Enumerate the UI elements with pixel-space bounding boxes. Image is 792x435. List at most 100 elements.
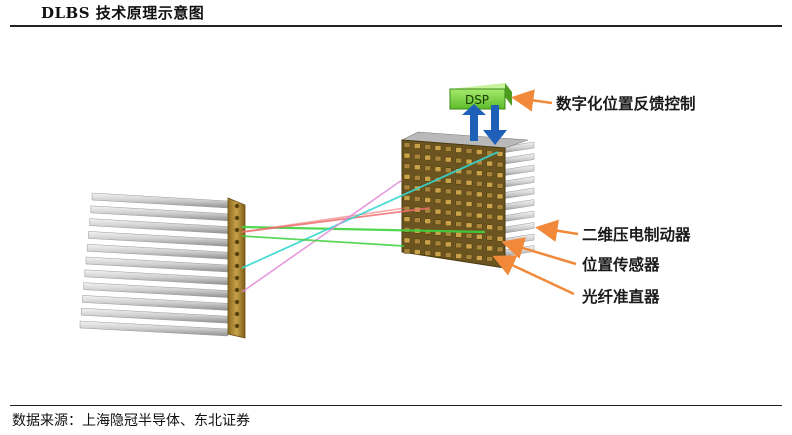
actuator-pin [414,217,421,223]
collimator-rod-row [83,282,229,298]
actuator-pin [455,253,462,259]
actuator-pin [414,143,421,149]
fiber-port [234,299,240,305]
actuator-pin [486,160,493,167]
actuator-pin [496,183,504,189]
actuator-pin [414,164,421,170]
actuator-pin [424,239,431,246]
actuator-pin [403,237,411,244]
actuator-pin [414,153,421,160]
actuator-pin [455,200,462,206]
actuator-pin [496,246,504,253]
actuator-pin [486,213,493,220]
actuator-pin [455,210,462,217]
fiber-port [234,215,240,221]
actuator-pin [445,188,452,195]
beam-red-extend [241,207,406,233]
actuator-pin [424,144,431,150]
actuator-pin [424,186,431,193]
actuator-pin [476,234,483,240]
arrow-dsp [511,89,553,112]
arrow-sensor [501,237,577,266]
fiber-port [234,203,240,209]
actuator-pin [434,155,442,162]
actuator-pin [445,241,452,248]
actuator-pin [414,196,421,202]
actuator-pin [465,169,473,175]
actuator-pin [486,182,493,188]
actuator-pin [445,178,452,184]
label-collimator: 光纤准直器 [581,287,660,306]
actuator-pin [434,251,442,257]
fiber-port [234,287,240,293]
actuator-pin [486,203,493,209]
actuator-pin [455,232,462,238]
fiber-port [234,311,240,317]
actuator-pin [403,163,411,169]
actuator-pin [465,201,473,207]
actuator-pin [476,170,483,176]
actuator-pin [465,254,473,260]
actuator-pin [403,248,411,254]
actuator-pin [476,202,483,208]
collimator-rod-row [86,243,229,260]
actuator-pin [424,250,431,256]
actuator-pin [403,195,411,201]
actuator-pin [403,142,411,148]
collimator-rod-row [88,231,229,247]
actuator-pin [496,214,504,221]
label-actuator: 二维压电制动器 [582,225,691,244]
right-actuator-array [400,131,535,269]
actuator-pin [434,166,442,172]
actuator-pin [445,220,452,226]
actuator-pin [465,190,473,197]
actuator-pin [434,145,442,151]
actuator-pin [403,152,411,159]
collimator-rod-row [91,192,229,209]
fiber-port [234,227,240,233]
actuator-pin [476,255,483,261]
beam-green [241,225,486,234]
dsp-unit: DSP [449,83,512,110]
actuator-pin [424,154,431,161]
actuator-pin [434,219,442,225]
figure-title: DLBS 技术原理示意图 [41,4,205,22]
collimator-rod-row [89,218,229,234]
collimator-rod-row [79,320,229,337]
actuator-pin [476,181,483,187]
actuator-pin [465,222,473,228]
actuator-pin [455,179,462,185]
actuator-pin [486,235,493,241]
actuator-pin [465,211,473,218]
actuator-pin [445,209,452,216]
actuator-pin [455,147,462,153]
actuator-pin [414,238,421,245]
arrow-collimator [492,255,575,296]
actuator-pin [496,161,504,168]
actuator-pin [403,216,411,222]
actuator-pin [455,189,462,196]
actuator-pin [434,187,442,194]
actuator-pin [465,233,473,239]
collimator-rod-row [82,295,229,311]
dsp-label: DSP [465,93,489,107]
actuator-pin [476,223,483,229]
actuator-pin [424,218,431,224]
actuator-pin [445,156,452,163]
feedback-arrows [462,104,507,145]
annotation-arrows [492,89,579,296]
actuator-pin [486,192,493,199]
actuator-pin [424,165,431,171]
label-dsp-control: 数字化位置反馈控制 [556,94,696,113]
collimator-rod-row [80,307,229,324]
fiber-port [234,251,240,257]
collimator-rod-row [85,256,229,273]
actuator-pin [414,175,421,181]
dlbs-diagram: DSP 数字化位置反馈控制 二维压电制动器 位置传感器 光纤准直器 [79,83,696,339]
actuator-pin [434,208,442,215]
actuator-pin [486,256,493,262]
actuator-pin [486,224,493,230]
collimator-rod-row [90,205,229,222]
actuator-pin [403,184,411,191]
actuator-pin [455,157,462,164]
